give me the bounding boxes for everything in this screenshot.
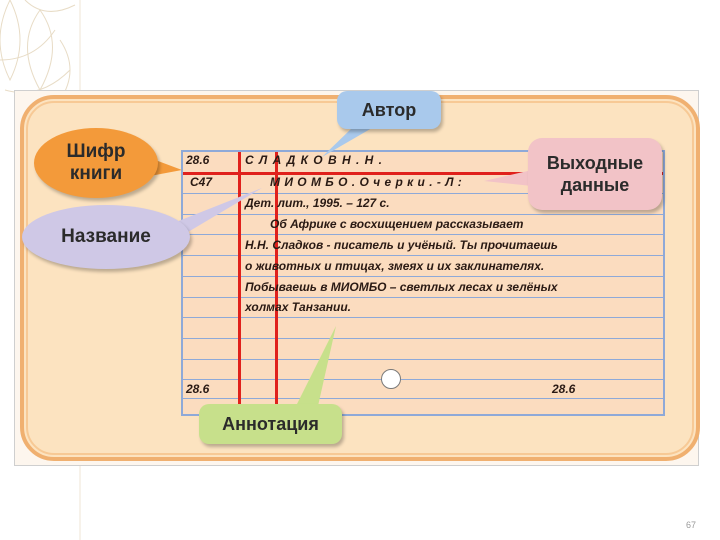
imprint-callout-label: Выходные данные xyxy=(546,153,644,195)
ruling-line xyxy=(183,359,663,360)
author-mark: С47 xyxy=(190,175,213,189)
ruling-line xyxy=(183,276,663,277)
annotation-callout-tail xyxy=(296,326,336,406)
author-line: С Л А Д К О В Н . Н . xyxy=(245,153,383,167)
red-margin-line xyxy=(238,152,241,414)
annotation-line: Об Африке с восхищением рассказывает xyxy=(270,217,524,231)
ruling-line xyxy=(183,214,663,215)
annotation-line: о животных и птицах, змеях и их заклинат… xyxy=(245,259,545,273)
shelf-code-top: 28.6 xyxy=(186,153,210,167)
title-callout-tail xyxy=(176,188,262,238)
shelf-code-bottom-left: 28.6 xyxy=(186,382,210,396)
ruling-line xyxy=(183,317,663,318)
imprint-line: Дет. лит., 1995. – 127 с. xyxy=(245,196,390,210)
page-number: 67 xyxy=(686,520,697,530)
ruling-line xyxy=(183,398,663,399)
card-punch-hole xyxy=(381,369,401,389)
ruling-line xyxy=(183,338,663,339)
red-margin-line xyxy=(275,152,278,414)
ruling-line xyxy=(183,255,663,256)
title-callout-label: Название xyxy=(61,226,151,247)
shelf-code-bottom-right: 28.6 xyxy=(552,382,576,396)
catalog-card xyxy=(181,150,665,416)
annotation-callout-label: Аннотация xyxy=(222,413,319,434)
annotation-line: Н.Н. Сладков - писатель и учёный. Ты про… xyxy=(245,238,558,252)
ruling-line xyxy=(183,234,663,235)
red-heading-line xyxy=(183,172,663,175)
cipher-callout: Шифр книги xyxy=(34,128,158,198)
annotation-line: Побываешь в МИОМБО – светлых лесах и зел… xyxy=(245,280,558,294)
imprint-callout-tail xyxy=(484,170,532,186)
author-callout-label: Автор xyxy=(361,99,417,120)
title-callout: Название xyxy=(22,205,190,269)
title-line: М И О М Б О . О ч е р к и . - Л : xyxy=(270,175,463,189)
annotation-callout: Аннотация xyxy=(199,404,342,444)
author-callout-tail xyxy=(322,128,372,157)
cipher-callout-tail xyxy=(150,158,182,176)
ruling-line xyxy=(183,379,663,380)
ruling-line xyxy=(183,193,663,194)
annotation-line: холмах Танзании. xyxy=(245,300,352,314)
author-callout: Автор xyxy=(337,91,441,129)
ruling-line xyxy=(183,297,663,298)
cipher-callout-label: Шифр книги xyxy=(66,141,126,184)
imprint-callout: Выходные данные xyxy=(528,138,662,210)
